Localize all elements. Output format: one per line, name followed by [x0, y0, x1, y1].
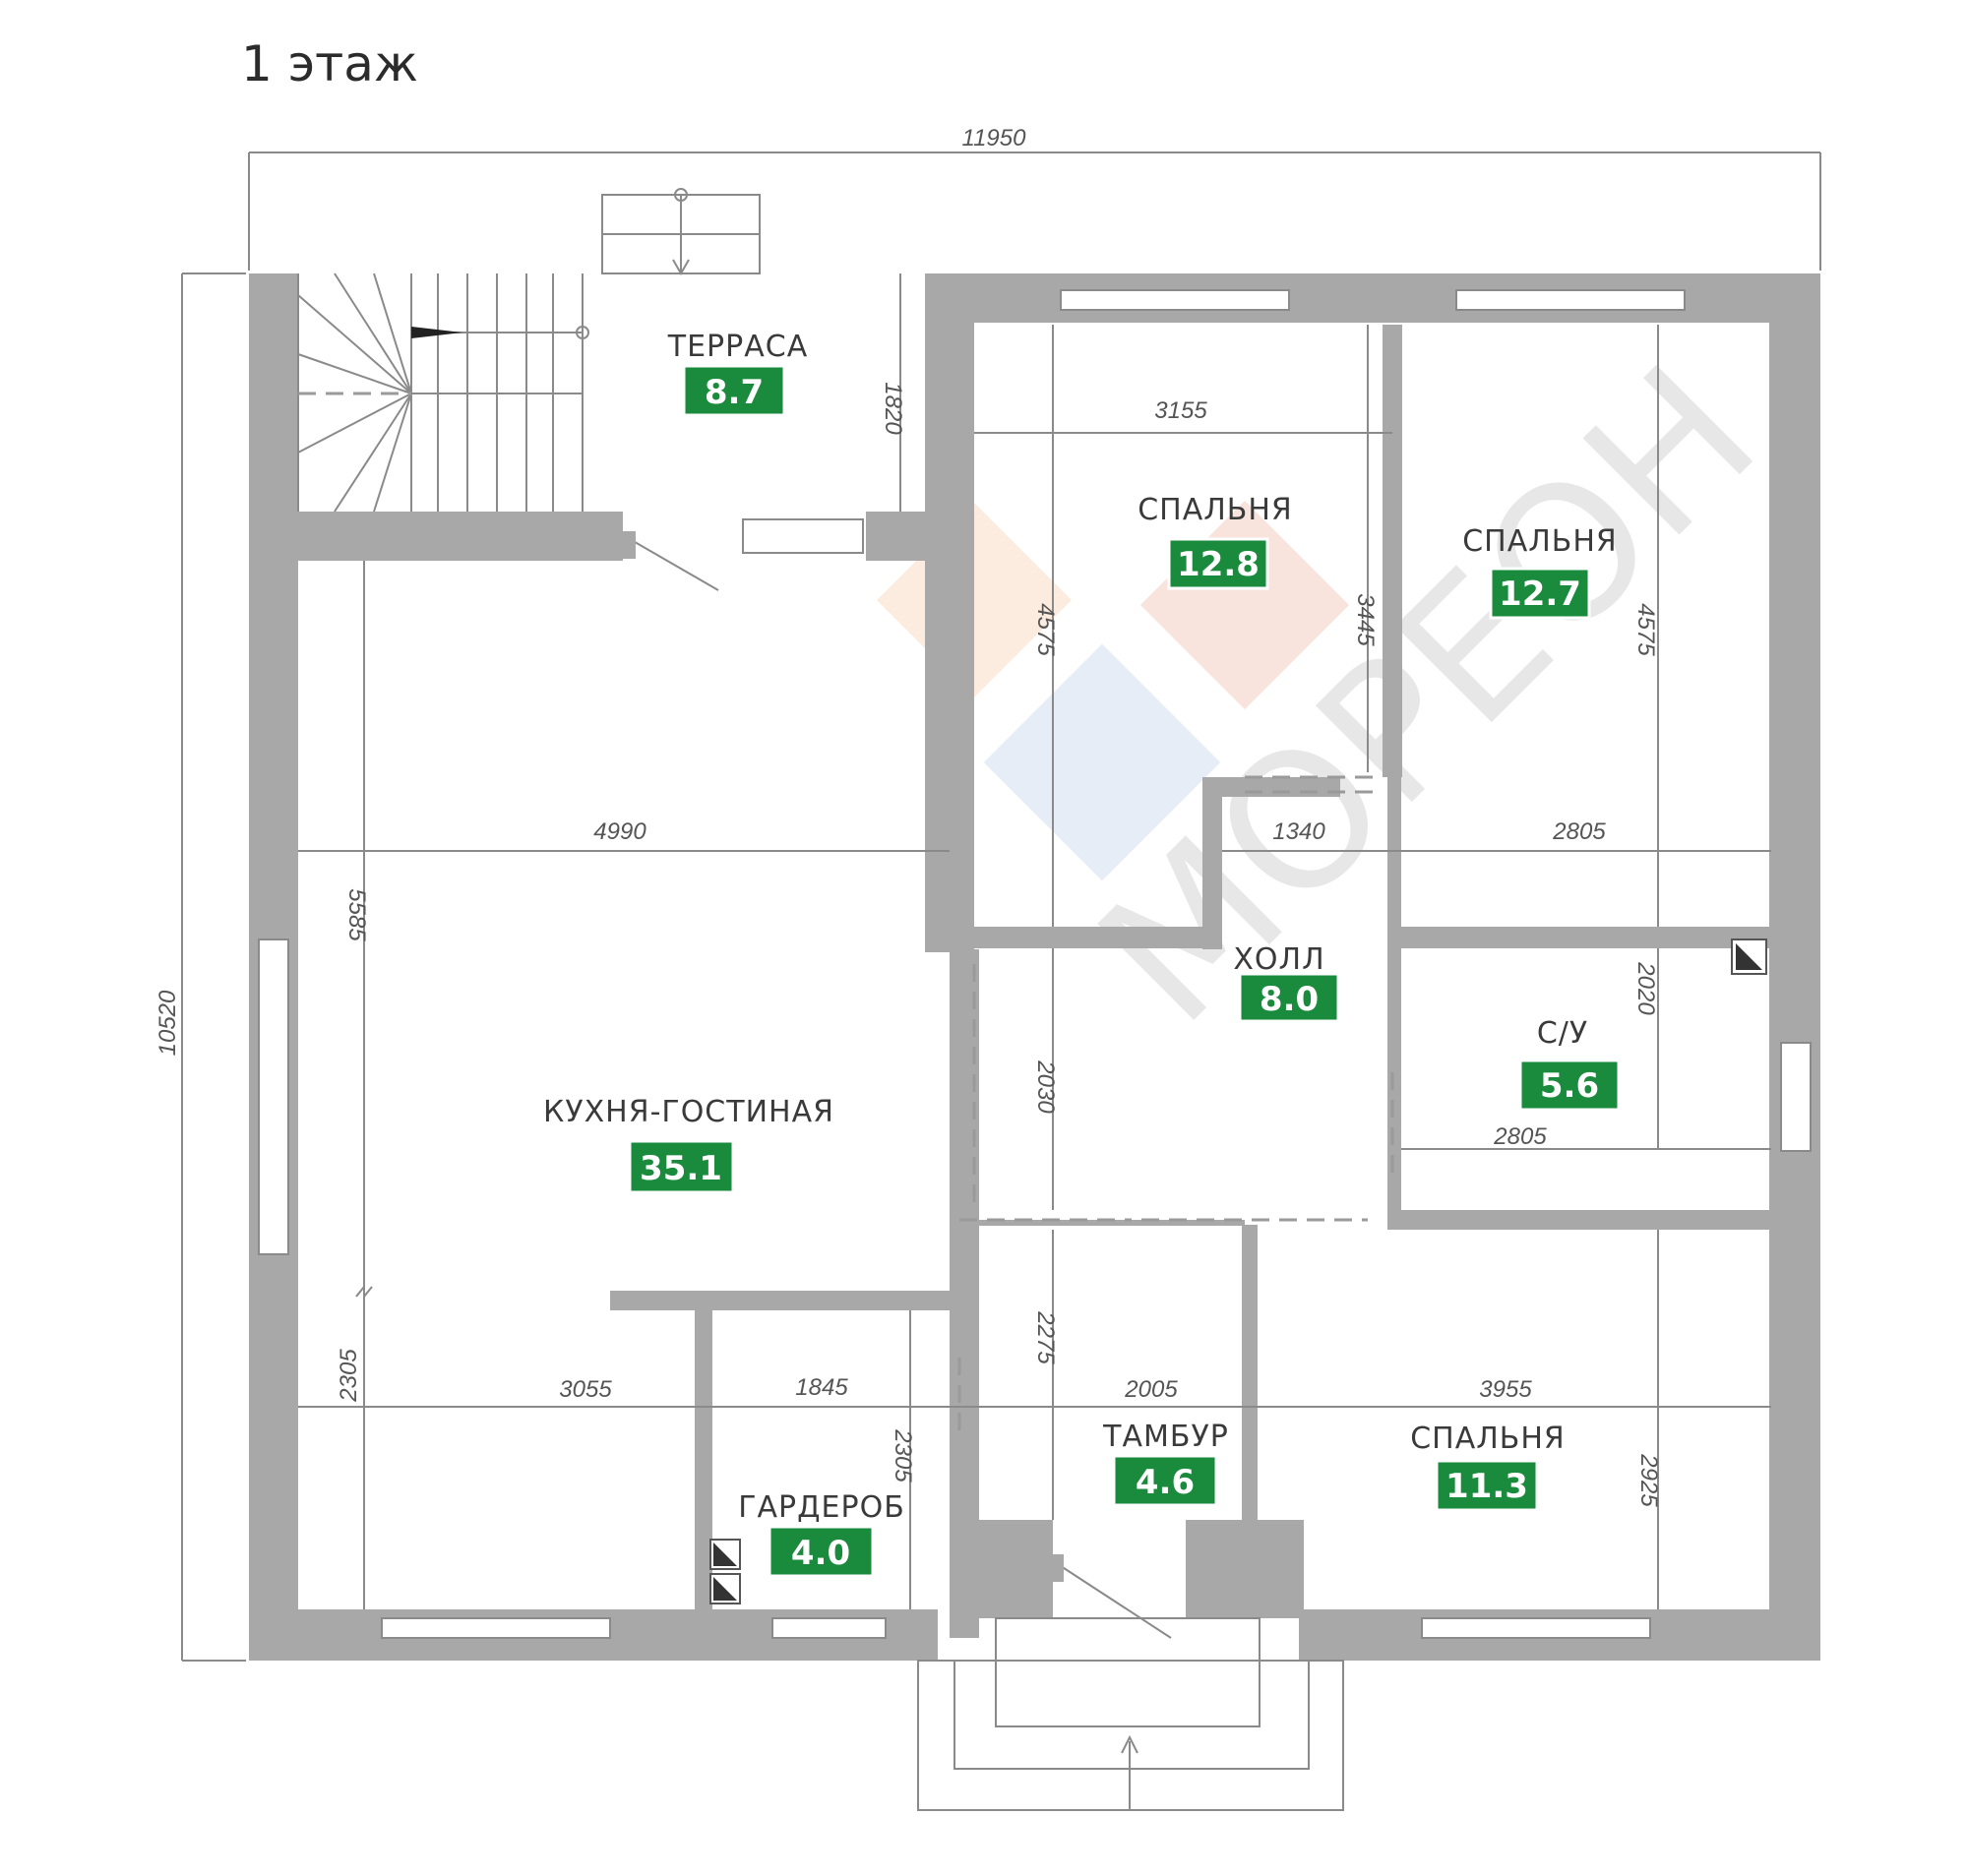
dim-bed1-depth: 4575: [1032, 603, 1059, 656]
room-bedroom-2: СПАЛЬНЯ 12.7: [1462, 524, 1618, 620]
dim-living-width: 4990: [593, 818, 646, 845]
dim-lower-left-height: 2305: [336, 1349, 362, 1403]
room-name: ТАМБУР: [1102, 1420, 1229, 1454]
entrance-porch: [917, 1617, 1344, 1811]
dim-tick-marks: [355, 1286, 373, 1298]
area-badge: [1489, 567, 1591, 620]
dim-terrace-height: 1820: [880, 382, 906, 435]
room-area: 35.1: [640, 1149, 722, 1188]
dim-wardrobe-height: 2305: [890, 1428, 916, 1483]
room-name: СПАЛЬНЯ: [1410, 1422, 1566, 1456]
vent-shafts: [709, 938, 1767, 1604]
area-badge: [1518, 1059, 1621, 1112]
area-badge: [1238, 972, 1340, 1023]
area-badge: [682, 364, 786, 417]
room-name: ХОЛЛ: [1233, 942, 1324, 977]
room-name: С/У: [1537, 1016, 1588, 1051]
area-badge: [768, 1525, 875, 1578]
dim-living-lower-width: 3055: [559, 1376, 612, 1403]
room-area: 4.0: [791, 1534, 850, 1573]
dim-overall-width: 11950: [962, 125, 1027, 151]
dim-wardrobe-width: 1845: [795, 1374, 848, 1401]
room-wardrobe: ГАРДЕРОБ 4.0: [738, 1490, 905, 1578]
dim-bed2-depth: 4575: [1632, 603, 1659, 656]
door-openings: [957, 775, 1394, 1436]
dim-bed1-width: 3155: [1154, 397, 1207, 424]
doors: [620, 531, 1172, 1639]
room-hall: ХОЛЛ 8.0: [1233, 942, 1340, 1023]
dim-bed3-height: 2925: [1635, 1453, 1662, 1507]
dim-hall-width: 1340: [1272, 818, 1325, 845]
floor-title: 1 этаж: [241, 35, 418, 92]
room-bathroom: С/У 5.6: [1518, 1016, 1621, 1112]
room-name: ГАРДЕРОБ: [738, 1490, 905, 1525]
dim-bed3-width: 3955: [1479, 1376, 1532, 1403]
area-badge: [1112, 1454, 1218, 1507]
dim-wc-width: 2805: [1493, 1123, 1547, 1150]
staircase: [297, 272, 589, 513]
dim-hall-height: 2030: [1032, 1059, 1059, 1114]
room-vestibule: ТАМБУР 4.6: [1102, 1420, 1229, 1507]
room-area: 12.7: [1499, 575, 1581, 614]
room-name: КУХНЯ-ГОСТИНАЯ: [543, 1095, 834, 1129]
walls: [249, 273, 1820, 1661]
room-area: 12.8: [1177, 545, 1260, 584]
terrace-steps: [601, 188, 761, 276]
dim-overall-height: 10520: [154, 990, 181, 1056]
room-area: 8.0: [1260, 980, 1319, 1019]
room-area: 11.3: [1445, 1467, 1528, 1506]
dim-bed2-width: 2805: [1552, 818, 1606, 845]
dim-vestibule-width: 2005: [1124, 1376, 1178, 1403]
room-name: СПАЛЬНЯ: [1138, 493, 1293, 527]
area-badge: [628, 1139, 735, 1194]
watermark-text: МОРЕОН: [1059, 326, 1798, 1064]
windows: [258, 289, 1812, 1639]
dim-living-height: 5585: [343, 888, 370, 941]
room-terrace: ТЕРРАСА 8.7: [667, 330, 808, 417]
area-badge: [1167, 537, 1269, 590]
room-kitchen-living: КУХНЯ-ГОСТИНАЯ 35.1: [543, 1095, 834, 1194]
dim-bed1-height: 3445: [1352, 593, 1379, 646]
room-area: 5.6: [1540, 1066, 1599, 1106]
area-badge: [1435, 1459, 1539, 1512]
room-area: 8.7: [705, 373, 764, 412]
overall-dimension-lines: [181, 151, 1821, 1662]
dim-wc-height: 2020: [1632, 961, 1659, 1015]
dim-vestibule-height: 2275: [1032, 1310, 1059, 1364]
interior-dimension-lines: [298, 273, 1771, 1609]
room-name: ТЕРРАСА: [667, 330, 808, 364]
room-name: СПАЛЬНЯ: [1462, 524, 1618, 559]
room-bedroom-1: СПАЛЬНЯ 12.8: [1138, 493, 1293, 590]
room-bedroom-3: СПАЛЬНЯ 11.3: [1410, 1422, 1566, 1512]
room-area: 4.6: [1136, 1463, 1195, 1502]
